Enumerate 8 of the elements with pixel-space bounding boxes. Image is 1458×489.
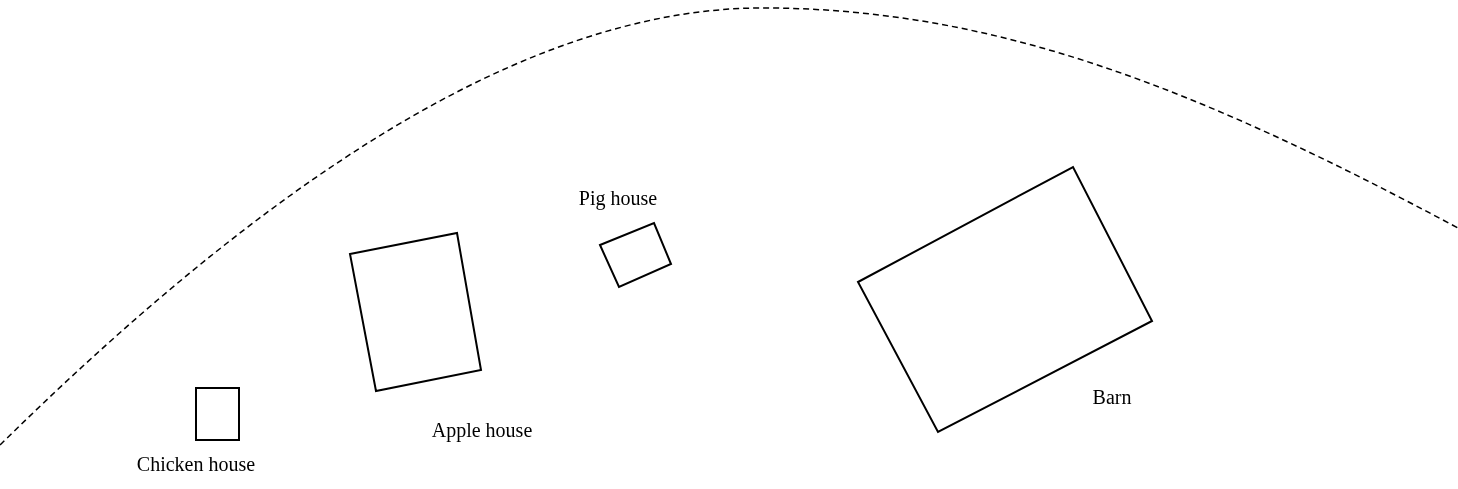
building-outline: [858, 167, 1152, 432]
building-label: Apple house: [431, 418, 533, 442]
building-outline: [350, 233, 481, 391]
building-outline: [196, 388, 239, 440]
building-outline: [600, 223, 671, 287]
building-label: Barn: [1092, 385, 1132, 409]
building-label: Chicken house: [136, 452, 256, 476]
building-label: Pig house: [578, 186, 658, 210]
